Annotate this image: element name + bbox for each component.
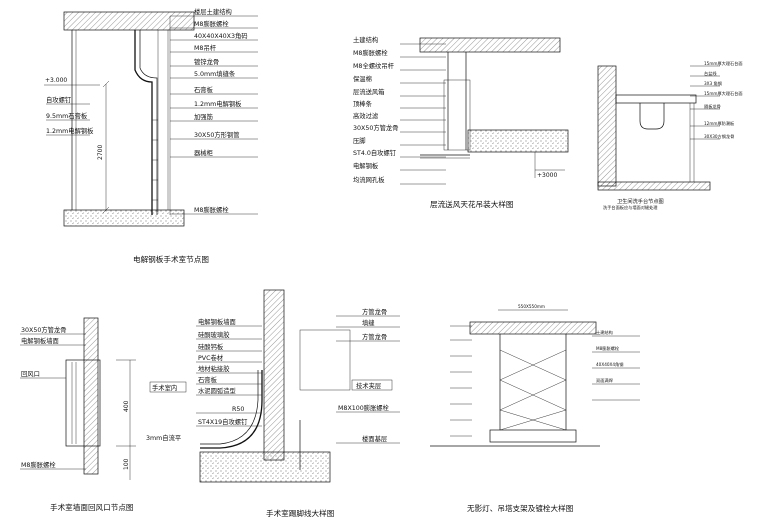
d4-wall — [83, 317, 99, 475]
d5-right-label-1: 填缝 — [362, 318, 375, 327]
detail-3-washbasin-node: 15mm厚大理石台面 台盆线 3X3 角钢 15mm厚大理石台面 隔板龙骨 12… — [597, 60, 743, 211]
d2-label-0: 土建结构 — [353, 35, 378, 44]
d1-level: +3.000 — [45, 77, 67, 84]
d6-label-1: M8膨胀螺栓 — [596, 345, 620, 352]
d5-label-5: 石膏板 — [198, 375, 218, 384]
d5-right-label-3: M8X100膨胀螺栓 — [338, 403, 390, 412]
d1-left-label-0: 自攻螺钉 — [46, 95, 72, 104]
d5-label-1: 硅酮玻璃胶 — [198, 330, 230, 339]
d2-label-1: M8膨胀螺栓 — [353, 48, 388, 57]
d4-vent-frame — [65, 359, 101, 447]
d5-label-7: R50 — [232, 406, 244, 413]
floor-slab — [63, 209, 185, 227]
d2-label-7: 30X50方管龙骨 — [353, 123, 399, 132]
detail-2-laminar-flow-ceiling: +3000 土建结构 M8膨胀螺栓 M8全螺纹吊杆 保温棉 层流送风箱 顶棒条 … — [353, 35, 569, 209]
d2-label-2: M8全螺纹吊杆 — [353, 61, 395, 70]
d3-label-6: 30X30方钢龙骨 — [704, 133, 734, 140]
detail-4-return-air-vent: 400 100 30X50方管龙骨 电解钢板墙面 回风口 M8膨胀螺栓 手术室墙… — [20, 317, 136, 512]
d1-left-label-2: 1.2mm电解钢板 — [46, 126, 94, 135]
d1-label-6: 石膏板 — [194, 85, 214, 94]
d5-box-inside: 手术室内 — [152, 383, 177, 392]
d6-label-0: 土建结构 — [596, 329, 613, 336]
d1-left-label-1: 9.5mm石膏板 — [46, 111, 88, 120]
d3-label-3: 15mm厚大理石台面 — [704, 90, 743, 97]
d1-label-9: 30X50方形钢管 — [194, 130, 240, 139]
d3-wall — [597, 65, 617, 187]
d5-label-3: PVC卷材 — [198, 353, 224, 362]
d5-label-2: 硅酸钙板 — [198, 342, 224, 351]
d3-floor — [597, 181, 711, 191]
d5-radius-curve — [200, 370, 263, 449]
d5-right-label-2: 方管龙骨 — [362, 332, 387, 341]
d3-label-2: 3X3 角钢 — [704, 80, 722, 87]
d2-label-4: 层流送风箱 — [353, 87, 384, 96]
d6-label-3: 双面满焊 — [596, 377, 614, 384]
d5-label-4: 地材粘接胶 — [198, 364, 230, 373]
d2-label-8: 压脚 — [353, 136, 366, 145]
d2-label-9: ST4.0自攻螺钉 — [353, 148, 397, 157]
d4-label-2: 回风口 — [21, 370, 40, 378]
d2-level: +3000 — [537, 172, 557, 179]
d3-basin — [639, 103, 665, 130]
d1-label-3: M8吊杆 — [194, 43, 217, 52]
d1-label-8: 加强筋 — [194, 112, 213, 121]
d6-label-2: 40X40X4角钢 — [596, 361, 623, 368]
d3-label-4: 隔板龙骨 — [704, 103, 721, 110]
detail-6-surgical-light-bracket: 550X550mm 土建结构 M8膨胀螺栓 40X40X4角钢 双面满焊 无影灯… — [430, 304, 640, 513]
d1-dim-height: 2700 — [97, 145, 104, 160]
d4-dim-0: 400 — [123, 400, 130, 412]
d1-label-4: 镀锌龙骨 — [194, 57, 219, 66]
d4-label-0: 30X50方管龙骨 — [21, 325, 67, 334]
d6-cross-bracing — [499, 349, 567, 431]
d1-title: 电解钢板手术室节点图 — [133, 254, 209, 264]
d1-label-10: 器械柜 — [194, 148, 213, 157]
d3-label-5: 12mm厚防潮板 — [704, 120, 735, 127]
d3-label-0: 15mm厚大理石台面 — [704, 60, 743, 67]
d6-ceiling-slab — [469, 321, 597, 335]
d2-label-5: 顶棒条 — [353, 99, 373, 108]
d6-top-dim: 550X550mm — [518, 304, 545, 309]
d5-title: 手术室踢脚线大样图 — [266, 508, 334, 518]
d5-right-label-4: 楼面基层 — [362, 434, 387, 443]
d5-label-8: ST4X19自攻螺钉 — [198, 417, 248, 426]
d2-label-10: 电解钢板 — [353, 161, 379, 170]
d2-label-3: 保温棉 — [353, 74, 372, 83]
detail-5-skirting-detail: 手术室内 技术夹层 电解钢板墙面 硅酮玻璃胶 硅酸钙板 PVC卷材 地材粘接胶 … — [146, 289, 400, 518]
detail-1-operating-room-node: 2700 +3.000 自攻螺钉 9.5mm石膏板 1.2mm电解钢板 楼层土建… — [44, 7, 258, 264]
d2-ceiling-slab — [419, 37, 561, 53]
d1-label-2: 40X40X40X3角码 — [194, 31, 248, 40]
d6-title: 无影灯、吊塔支架及镀栓大样图 — [467, 503, 573, 513]
d5-box-tech: 技术夹层 — [356, 381, 381, 390]
d1-label-7: 1.2mm电解钢板 — [194, 99, 242, 108]
d2-supply-box — [467, 129, 569, 153]
d1-label-0: 楼层土建结构 — [194, 7, 232, 16]
d1-label-11: M8膨胀螺栓 — [194, 205, 229, 214]
d3-title: 卫生间洗手台节点图 — [617, 197, 664, 205]
d5-label-0: 电解钢板墙面 — [198, 317, 236, 326]
d5-label-6: 水泥圆弧造型 — [198, 386, 236, 395]
d4-dim-1: 100 — [123, 458, 130, 470]
d4-label-3: M8膨胀螺栓 — [21, 460, 56, 469]
d5-left-label: 3mm自流平 — [146, 433, 181, 442]
d4-title: 手术室墙面回风口节点图 — [50, 502, 134, 512]
d1-label-5: 5.0mm填缝条 — [194, 69, 236, 78]
d4-label-1: 电解钢板墙面 — [21, 336, 59, 345]
ceiling-slab — [63, 11, 195, 31]
d5-wall — [263, 289, 285, 461]
d1-label-1: M8膨胀螺栓 — [194, 19, 229, 28]
d2-label-6: 高效过滤 — [353, 111, 379, 120]
d3-label-1: 台盆线 — [704, 70, 717, 77]
d5-floor — [199, 451, 331, 483]
d2-title: 层流送风天花吊装大样图 — [430, 199, 514, 209]
d6-base-plate — [489, 429, 577, 443]
d5-right-label-0: 方管龙骨 — [362, 307, 387, 316]
d3-subtitle: 洗手台面板应与墙面对缝处理 — [603, 204, 658, 211]
d2-label-11: 均流网孔板 — [353, 175, 385, 184]
steel-panel-curve — [134, 30, 153, 215]
